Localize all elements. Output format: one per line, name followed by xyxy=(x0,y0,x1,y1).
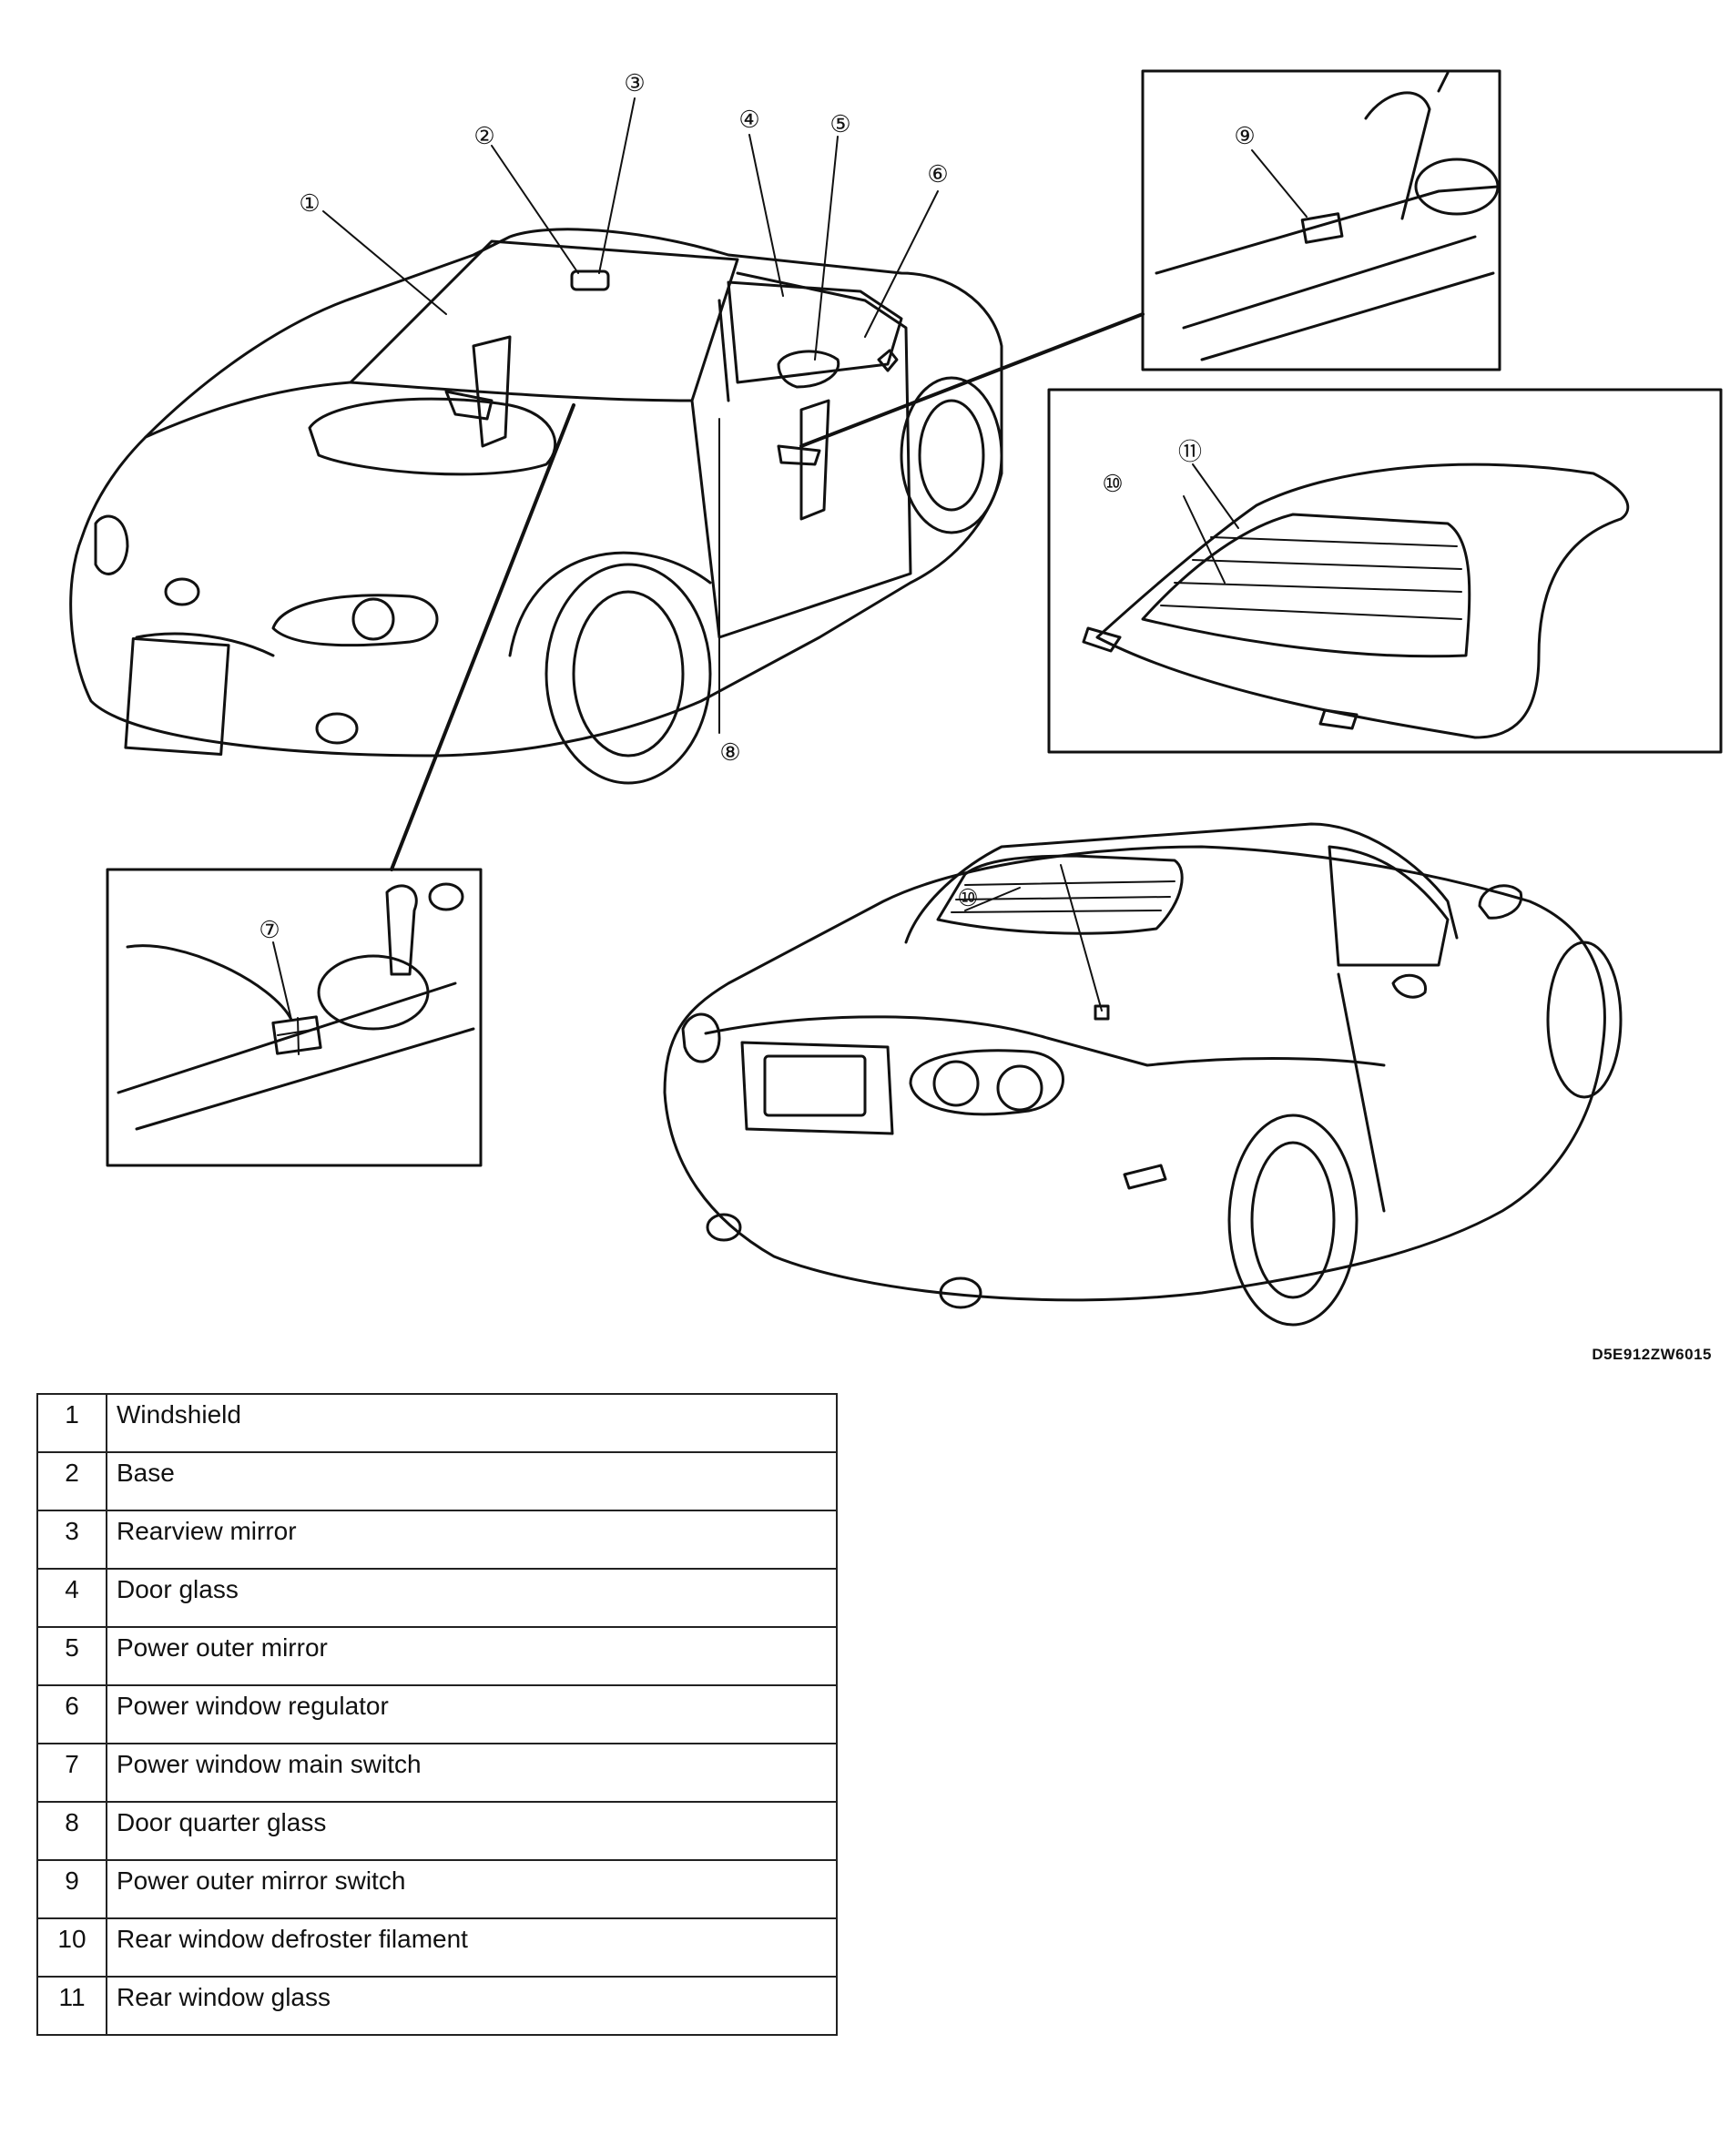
rear-car-illustration xyxy=(663,822,1623,1327)
parts-location-diagram: ① ② ③ ④ ⑤ ⑥ ⑦ ⑧ ⑨ ⑩ ⑪ ⑩ xyxy=(69,69,1723,1327)
part-name: Door quarter glass xyxy=(106,1801,838,1861)
inset-rear-window xyxy=(1047,388,1723,754)
part-number: 9 xyxy=(36,1859,107,1919)
part-number: 8 xyxy=(36,1801,107,1861)
part-number: 6 xyxy=(36,1684,107,1744)
callout-10: ⑩ xyxy=(1102,470,1123,497)
part-number: 4 xyxy=(36,1568,107,1628)
part-name: Rearview mirror xyxy=(106,1510,838,1570)
part-number: 10 xyxy=(36,1917,107,1978)
part-name: Base xyxy=(106,1451,838,1511)
callout-9: ⑨ xyxy=(1234,122,1255,149)
callout-10-rear: ⑩ xyxy=(957,884,978,911)
part-number: 5 xyxy=(36,1626,107,1686)
part-name: Power window regulator xyxy=(106,1684,838,1744)
part-name: Rear window defroster filament xyxy=(106,1917,838,1978)
part-name: Power outer mirror xyxy=(106,1626,838,1686)
part-name: Windshield xyxy=(106,1393,838,1453)
part-number: 3 xyxy=(36,1510,107,1570)
callout-11: ⑪ xyxy=(1178,438,1202,465)
inset-mirror-switch xyxy=(1141,69,1501,371)
part-number: 11 xyxy=(36,1976,107,2036)
part-name: Power outer mirror switch xyxy=(106,1859,838,1919)
callout-3: ③ xyxy=(624,69,645,97)
callout-4: ④ xyxy=(738,106,759,133)
inset-main-switch xyxy=(106,868,483,1167)
front-car-illustration xyxy=(69,228,1003,785)
callout-6: ⑥ xyxy=(927,160,948,188)
part-name: Power window main switch xyxy=(106,1743,838,1803)
callout-1: ① xyxy=(299,189,320,217)
part-name: Rear window glass xyxy=(106,1976,838,2036)
figure-code: D5E912ZW6015 xyxy=(1592,1346,1712,1363)
leader-lines xyxy=(272,97,1308,1021)
callout-7: ⑦ xyxy=(259,916,280,943)
callout-8: ⑧ xyxy=(719,738,740,766)
part-number: 1 xyxy=(36,1393,107,1453)
callout-5: ⑤ xyxy=(829,110,850,137)
part-number: 7 xyxy=(36,1743,107,1803)
callout-2: ② xyxy=(473,122,494,149)
part-number: 2 xyxy=(36,1451,107,1511)
part-name: Door glass xyxy=(106,1568,838,1628)
